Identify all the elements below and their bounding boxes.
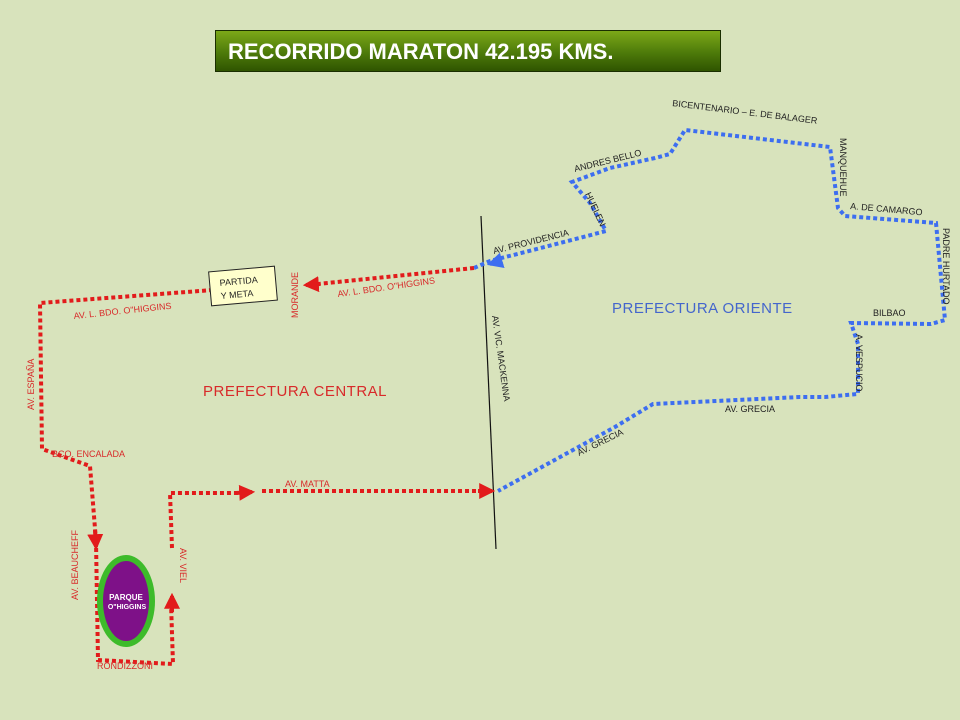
route-red-west: [37, 288, 214, 542]
arrow-matta: [235, 484, 256, 501]
route-blue-arrow: [486, 252, 505, 268]
zone-oriente: PREFECTURA ORIENTE: [612, 300, 793, 317]
title-banner: RECORRIDO MARATON 42.195 KMS.: [215, 30, 721, 72]
route-red-park: [94, 540, 176, 667]
label-bicentenario: BICENTENARIO – E. DE BALAGER: [672, 98, 819, 126]
park-label-2: O"HIGGINS: [108, 604, 147, 611]
label-camargo: A. DE CAMARGO: [850, 201, 923, 217]
page-title: RECORRIDO MARATON 42.195 KMS.: [228, 39, 614, 64]
label-mackenna: AV. VIC. MACKENNA: [490, 315, 512, 402]
start-label-2: Y META: [220, 288, 253, 301]
park-shape: [103, 561, 149, 641]
route-blue-north: [473, 127, 948, 493]
label-matta: AV. MATTA: [285, 479, 330, 489]
park-label-1: PARQUE: [109, 593, 143, 602]
label-rondizzoni: RONDIZZONI: [97, 661, 153, 671]
label-vespucio: A. VESPUCIO: [854, 334, 864, 392]
label-ohiggins-west: AV. L. BDO. O"HIGGINS: [73, 301, 172, 321]
arrow-beaucheff: [87, 529, 104, 551]
label-morande: MORANDE: [290, 272, 300, 318]
label-huelen: HUELEN: [583, 191, 607, 228]
label-espana: AV. ESPAÑA: [26, 359, 36, 410]
label-bilbao: BILBAO: [873, 308, 906, 318]
arrow-to-morande: [302, 276, 321, 293]
zone-central: PREFECTURA CENTRAL: [203, 383, 387, 400]
label-beaucheff: AV. BEAUCHEFF: [70, 529, 80, 600]
start-label-1: PARTIDA: [219, 275, 258, 288]
label-grecia-right: AV. GRECIA: [725, 404, 775, 414]
label-encalada: BCO. ENCALADA: [52, 449, 125, 459]
label-hernando: PADRE HURTADO: [941, 228, 951, 305]
label-manquehue: MANQUEHUE: [838, 138, 848, 197]
start-finish-box: PARTIDA Y META: [208, 265, 278, 307]
route-red-matta: [167, 491, 248, 549]
label-viel: AV. VIEL: [178, 548, 188, 583]
